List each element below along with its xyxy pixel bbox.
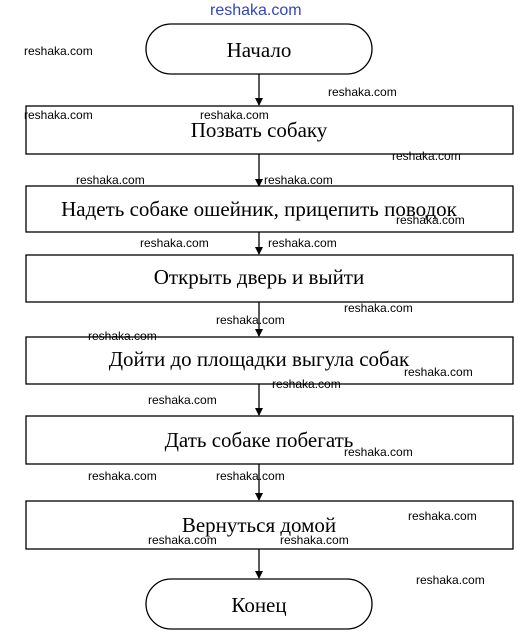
watermark: reshaka.com — [148, 533, 217, 547]
process-step-1 — [25, 105, 514, 155]
watermark: reshaka.com — [344, 301, 413, 315]
watermark: reshaka.com — [280, 533, 349, 547]
watermark: reshaka.com — [24, 44, 93, 58]
process-step-6-label: Вернуться домой — [182, 513, 336, 537]
end-terminator — [145, 578, 373, 630]
watermark: reshaka.com — [396, 213, 465, 227]
watermark: reshaka.com — [140, 236, 209, 250]
process-step-6 — [25, 500, 514, 550]
watermark: reshaka.com — [264, 173, 333, 187]
process-step-1-label: Позвать собаку — [191, 118, 328, 142]
watermark: reshaka.com — [200, 108, 269, 122]
watermark: reshaka.com — [404, 365, 473, 379]
start-terminator — [145, 23, 373, 75]
process-step-3 — [25, 254, 514, 303]
watermark: reshaka.com — [328, 85, 397, 99]
start-label: Начало — [227, 38, 292, 62]
process-step-5 — [25, 415, 514, 465]
watermark: reshaka.com — [344, 445, 413, 459]
watermark: reshaka.com — [88, 329, 157, 343]
watermark: reshaka.com — [76, 173, 145, 187]
watermark: reshaka.com — [392, 149, 461, 163]
watermark: reshaka.com — [272, 377, 341, 391]
process-step-4-label: Дойти до площадки выгула собак — [109, 347, 410, 371]
end-label: Конец — [231, 593, 286, 617]
watermark: reshaka.com — [216, 313, 285, 327]
watermark: reshaka.com — [148, 393, 217, 407]
process-step-5-label: Дать собаке побегать — [165, 428, 354, 452]
watermark: reshaka.com — [88, 469, 157, 483]
watermark: reshaka.com — [408, 509, 477, 523]
process-step-4 — [25, 336, 514, 385]
watermark: reshaka.com — [268, 236, 337, 250]
watermark-top: reshaka.com — [210, 2, 302, 19]
watermark: reshaka.com — [416, 573, 485, 587]
watermark: reshaka.com — [24, 108, 93, 122]
process-step-2-label: Надеть собаке ошейник, прицепить поводок — [61, 197, 458, 221]
process-step-2 — [25, 185, 514, 233]
process-step-3-label: Открыть дверь и выйти — [154, 265, 364, 289]
watermark: reshaka.com — [216, 469, 285, 483]
